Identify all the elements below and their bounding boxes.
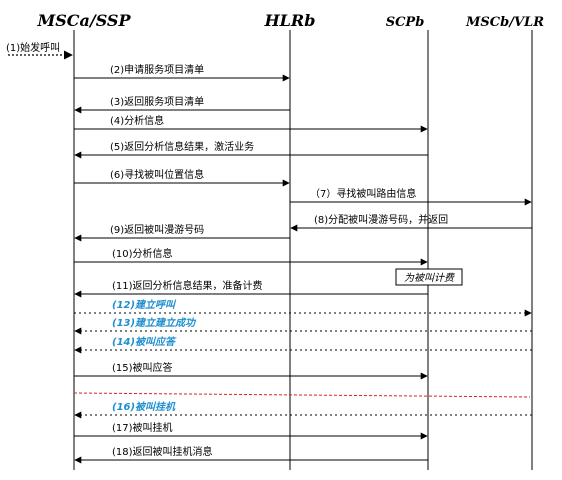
message-label-10: (10)分析信息 (112, 247, 173, 260)
message-label-4: (4)分析信息 (110, 114, 164, 127)
entity-headers: MSCa/SSP HLRb SCPb MSCb/VLR (37, 11, 545, 30)
separator-line (73, 392, 531, 398)
entity-hlrb-label: HLRb (264, 11, 316, 30)
charging-note: 为被叫计费 (395, 268, 463, 286)
message-label-7: （7）寻找被叫路由信息 (310, 187, 416, 200)
entity-msca-label: MSCa/SSP (37, 11, 132, 30)
entity-scpb-label: SCPb (386, 15, 425, 30)
initial-call: (1)始发呼叫 (6, 41, 73, 60)
message-label-12: (12)建立呼叫 (112, 299, 177, 311)
message-label-2: (2)申请服务项目清单 (110, 63, 204, 76)
entity-mscb-label: MSCb/VLR (465, 15, 544, 30)
message-label-15: (15)被叫应答 (112, 361, 173, 374)
message-label-14: (14)被叫应答 (112, 336, 177, 348)
initial-call-label: (1)始发呼叫 (6, 41, 60, 54)
message-label-9: (9)返回被叫漫游号码 (110, 223, 204, 236)
charging-note-label: 为被叫计费 (404, 272, 455, 284)
message-label-16: (16)被叫挂机 (112, 401, 176, 413)
charging-note-box (395, 268, 463, 286)
messages: (2)申请服务项目清单 (3)返回服务项目清单 (4)分析信息 (5)返回分析信息结果… (74, 63, 532, 464)
message-label-6: (6)寻找被叫位置信息 (110, 168, 204, 181)
lifelines (73, 30, 533, 470)
message-label-17: (17)被叫挂机 (112, 421, 173, 434)
message-label-11: (11)返回分析信息结果，准备计费 (112, 279, 263, 292)
message-label-3: (3)返回服务项目清单 (110, 95, 204, 108)
message-label-13: (13)建立建立成功 (112, 317, 197, 329)
message-label-8: (8)分配被叫漫游号码，并返回 (314, 213, 448, 226)
message-label-5: (5)返回分析信息结果，激活业务 (110, 140, 254, 153)
message-label-18: (18)返回被叫挂机消息 (112, 445, 213, 458)
